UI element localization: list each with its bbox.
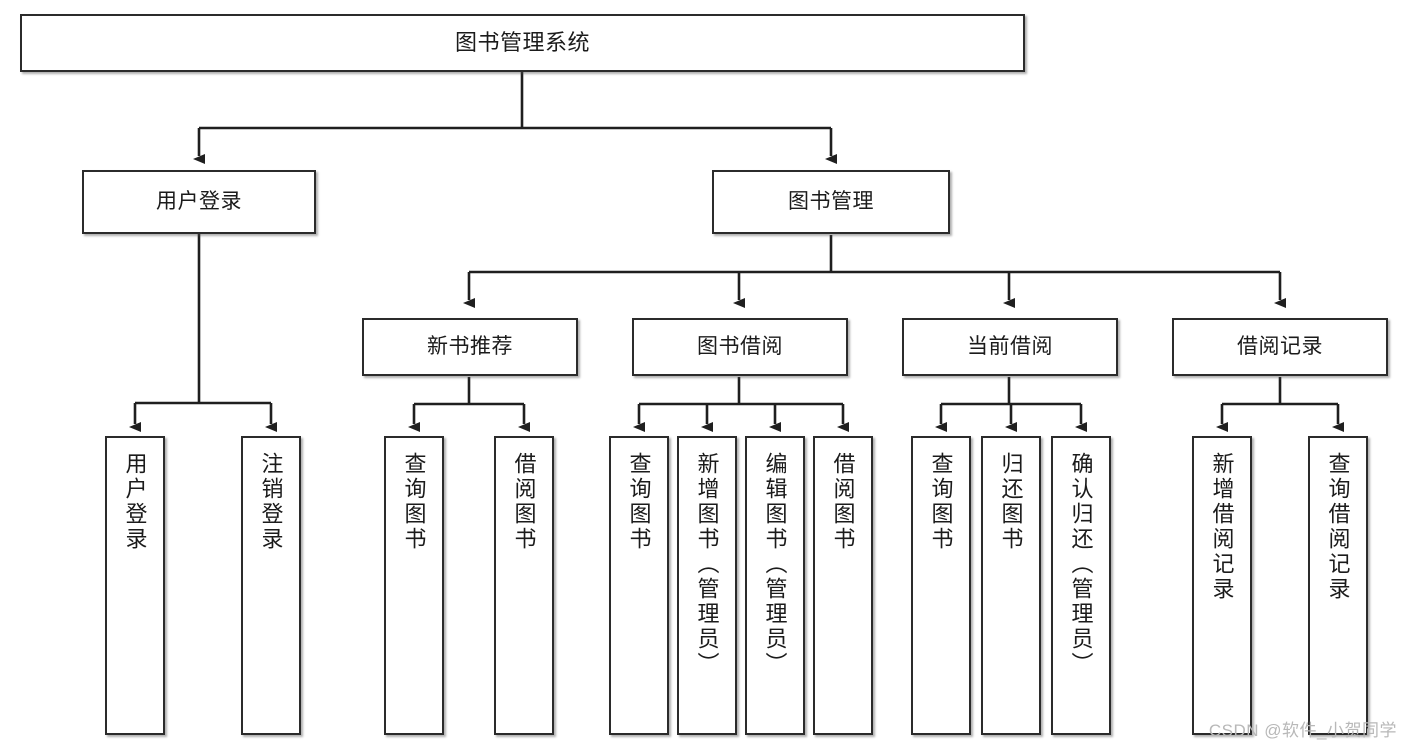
node-leaf-query-book-1-label: 查询图书 <box>401 452 427 552</box>
node-leaf-borrow-book-2[interactable]: 借阅图书 <box>813 436 873 735</box>
node-current-borrow-label: 当前借阅 <box>967 334 1053 358</box>
node-leaf-return-book[interactable]: 归还图书 <box>981 436 1041 735</box>
node-leaf-borrow-book-1-label: 借阅图书 <box>511 452 537 552</box>
node-user-login-label: 用户登录 <box>156 189 242 213</box>
node-leaf-edit-book-label: 编辑图书（管理员） <box>762 452 788 677</box>
node-borrow-record[interactable]: 借阅记录 <box>1172 318 1388 376</box>
node-leaf-borrow-book-1[interactable]: 借阅图书 <box>494 436 554 735</box>
node-leaf-return-book-label: 归还图书 <box>998 452 1024 552</box>
node-book-manage-label: 图书管理 <box>788 189 874 213</box>
node-user-login[interactable]: 用户登录 <box>82 170 316 234</box>
node-book-borrow[interactable]: 图书借阅 <box>632 318 848 376</box>
node-book-borrow-label: 图书借阅 <box>697 334 783 358</box>
node-leaf-query-record[interactable]: 查询借阅记录 <box>1308 436 1368 735</box>
node-book-manage[interactable]: 图书管理 <box>712 170 950 234</box>
node-leaf-query-book-3-label: 查询图书 <box>928 452 954 552</box>
node-leaf-add-record[interactable]: 新增借阅记录 <box>1192 436 1252 735</box>
watermark: CSDN @软件_小贺同学 <box>1208 721 1397 740</box>
node-leaf-logout-label: 注销登录 <box>258 452 284 552</box>
node-leaf-confirm-return[interactable]: 确认归还（管理员） <box>1051 436 1111 735</box>
node-leaf-user-login-label: 用户登录 <box>122 452 148 552</box>
node-current-borrow[interactable]: 当前借阅 <box>902 318 1118 376</box>
node-leaf-add-record-label: 新增借阅记录 <box>1209 452 1235 602</box>
node-leaf-add-book-label: 新增图书（管理员） <box>694 452 720 677</box>
node-leaf-confirm-return-label: 确认归还（管理员） <box>1068 452 1094 677</box>
node-new-book-rec[interactable]: 新书推荐 <box>362 318 578 376</box>
node-root[interactable]: 图书管理系统 <box>20 14 1025 72</box>
node-root-label: 图书管理系统 <box>454 29 590 55</box>
node-leaf-user-login[interactable]: 用户登录 <box>105 436 165 735</box>
node-leaf-query-record-label: 查询借阅记录 <box>1325 452 1351 602</box>
node-new-book-rec-label: 新书推荐 <box>427 334 513 358</box>
node-leaf-query-book-2[interactable]: 查询图书 <box>609 436 669 735</box>
node-leaf-logout[interactable]: 注销登录 <box>241 436 301 735</box>
node-leaf-add-book[interactable]: 新增图书（管理员） <box>677 436 737 735</box>
node-leaf-edit-book[interactable]: 编辑图书（管理员） <box>745 436 805 735</box>
node-leaf-query-book-1[interactable]: 查询图书 <box>384 436 444 735</box>
node-borrow-record-label: 借阅记录 <box>1237 334 1323 358</box>
node-leaf-borrow-book-2-label: 借阅图书 <box>830 452 856 552</box>
node-leaf-query-book-2-label: 查询图书 <box>626 452 652 552</box>
node-leaf-query-book-3[interactable]: 查询图书 <box>911 436 971 735</box>
